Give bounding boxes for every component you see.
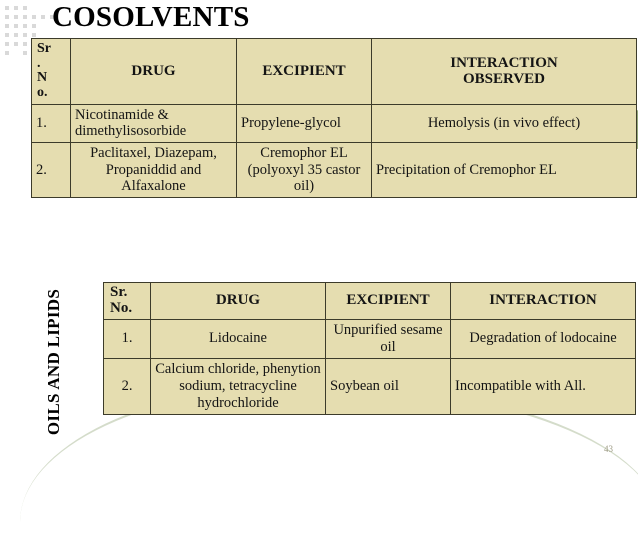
- table-header-row: Sr. No. DRUG EXCIPIENT INTERACTION: [103, 282, 636, 320]
- column-header-serial: Sr. No.: [103, 282, 151, 320]
- cell-drug: Paclitaxel, Diazepam, Propaniddid and Al…: [70, 142, 237, 199]
- table-row: 2. Paclitaxel, Diazepam, Propaniddid and…: [31, 142, 637, 199]
- page-number: 43: [604, 444, 613, 454]
- cell-drug: Calcium chloride, phenytion sodium, tetr…: [150, 357, 326, 416]
- column-header-excipient: EXCIPIENT: [325, 282, 451, 320]
- cell-drug: Lidocaine: [150, 318, 326, 359]
- cell-serial: 2.: [103, 357, 151, 416]
- cell-interaction: Hemolysis (in vivo effect): [371, 103, 637, 144]
- table-row: 1. Lidocaine Unpurified sesame oil Degra…: [103, 318, 636, 359]
- cell-serial: 1.: [31, 103, 71, 144]
- interaction-header-line-1: INTERACTION: [450, 54, 558, 71]
- column-header-serial: Sr . N o.: [31, 38, 71, 105]
- cell-excipient: Unpurified sesame oil: [325, 318, 451, 359]
- serial-header-line-2: .: [37, 55, 41, 71]
- slide-canvas: COSOLVENTS Sr . N o. DRUG EXCIPIENT INTE…: [5, 0, 638, 454]
- cell-interaction: Degradation of lodocaine: [450, 318, 636, 359]
- serial-header-line-3: N: [37, 70, 48, 86]
- oils-and-lipids-table: Sr. No. DRUG EXCIPIENT INTERACTION 1. Li…: [103, 282, 636, 416]
- interaction-header-line-2: OBSERVED: [463, 71, 545, 88]
- column-header-excipient: EXCIPIENT: [236, 38, 372, 105]
- column-header-interaction-observed: INTERACTION OBSERVED: [371, 38, 637, 105]
- dot-grid-decoration: [5, 6, 55, 58]
- serial-header-line-1: Sr.: [110, 284, 128, 300]
- cell-excipient: Soybean oil: [325, 357, 451, 416]
- cell-serial: 1.: [103, 318, 151, 359]
- serial-header-line-1: Sr: [37, 41, 51, 56]
- cosolvents-table: Sr . N o. DRUG EXCIPIENT INTERACTION OBS…: [31, 38, 637, 199]
- cell-interaction: Precipitation of Cremophor EL: [371, 142, 637, 199]
- serial-header-line-2: No.: [110, 299, 133, 316]
- cell-excipient: Propylene-glycol: [236, 103, 372, 144]
- column-header-drug: DRUG: [70, 38, 237, 105]
- cell-drug: Nicotinamide & dimethylisosorbide: [70, 103, 237, 144]
- column-header-interaction: INTERACTION: [450, 282, 636, 320]
- cell-interaction: Incompatible with All.: [450, 357, 636, 416]
- serial-header-line-4: o.: [37, 85, 48, 101]
- table-header-row: Sr . N o. DRUG EXCIPIENT INTERACTION OBS…: [31, 38, 637, 105]
- slide-title: COSOLVENTS: [52, 1, 250, 33]
- cell-serial: 2.: [31, 142, 71, 199]
- cell-excipient: Cremophor EL (polyoxyl 35 castor oil): [236, 142, 372, 199]
- column-header-drug: DRUG: [150, 282, 326, 320]
- section-label-oils-and-lipids: OILS AND LIPIDS: [44, 288, 63, 436]
- table-row: 1. Nicotinamide & dimethylisosorbide Pro…: [31, 103, 637, 144]
- table-row: 2. Calcium chloride, phenytion sodium, t…: [103, 357, 636, 416]
